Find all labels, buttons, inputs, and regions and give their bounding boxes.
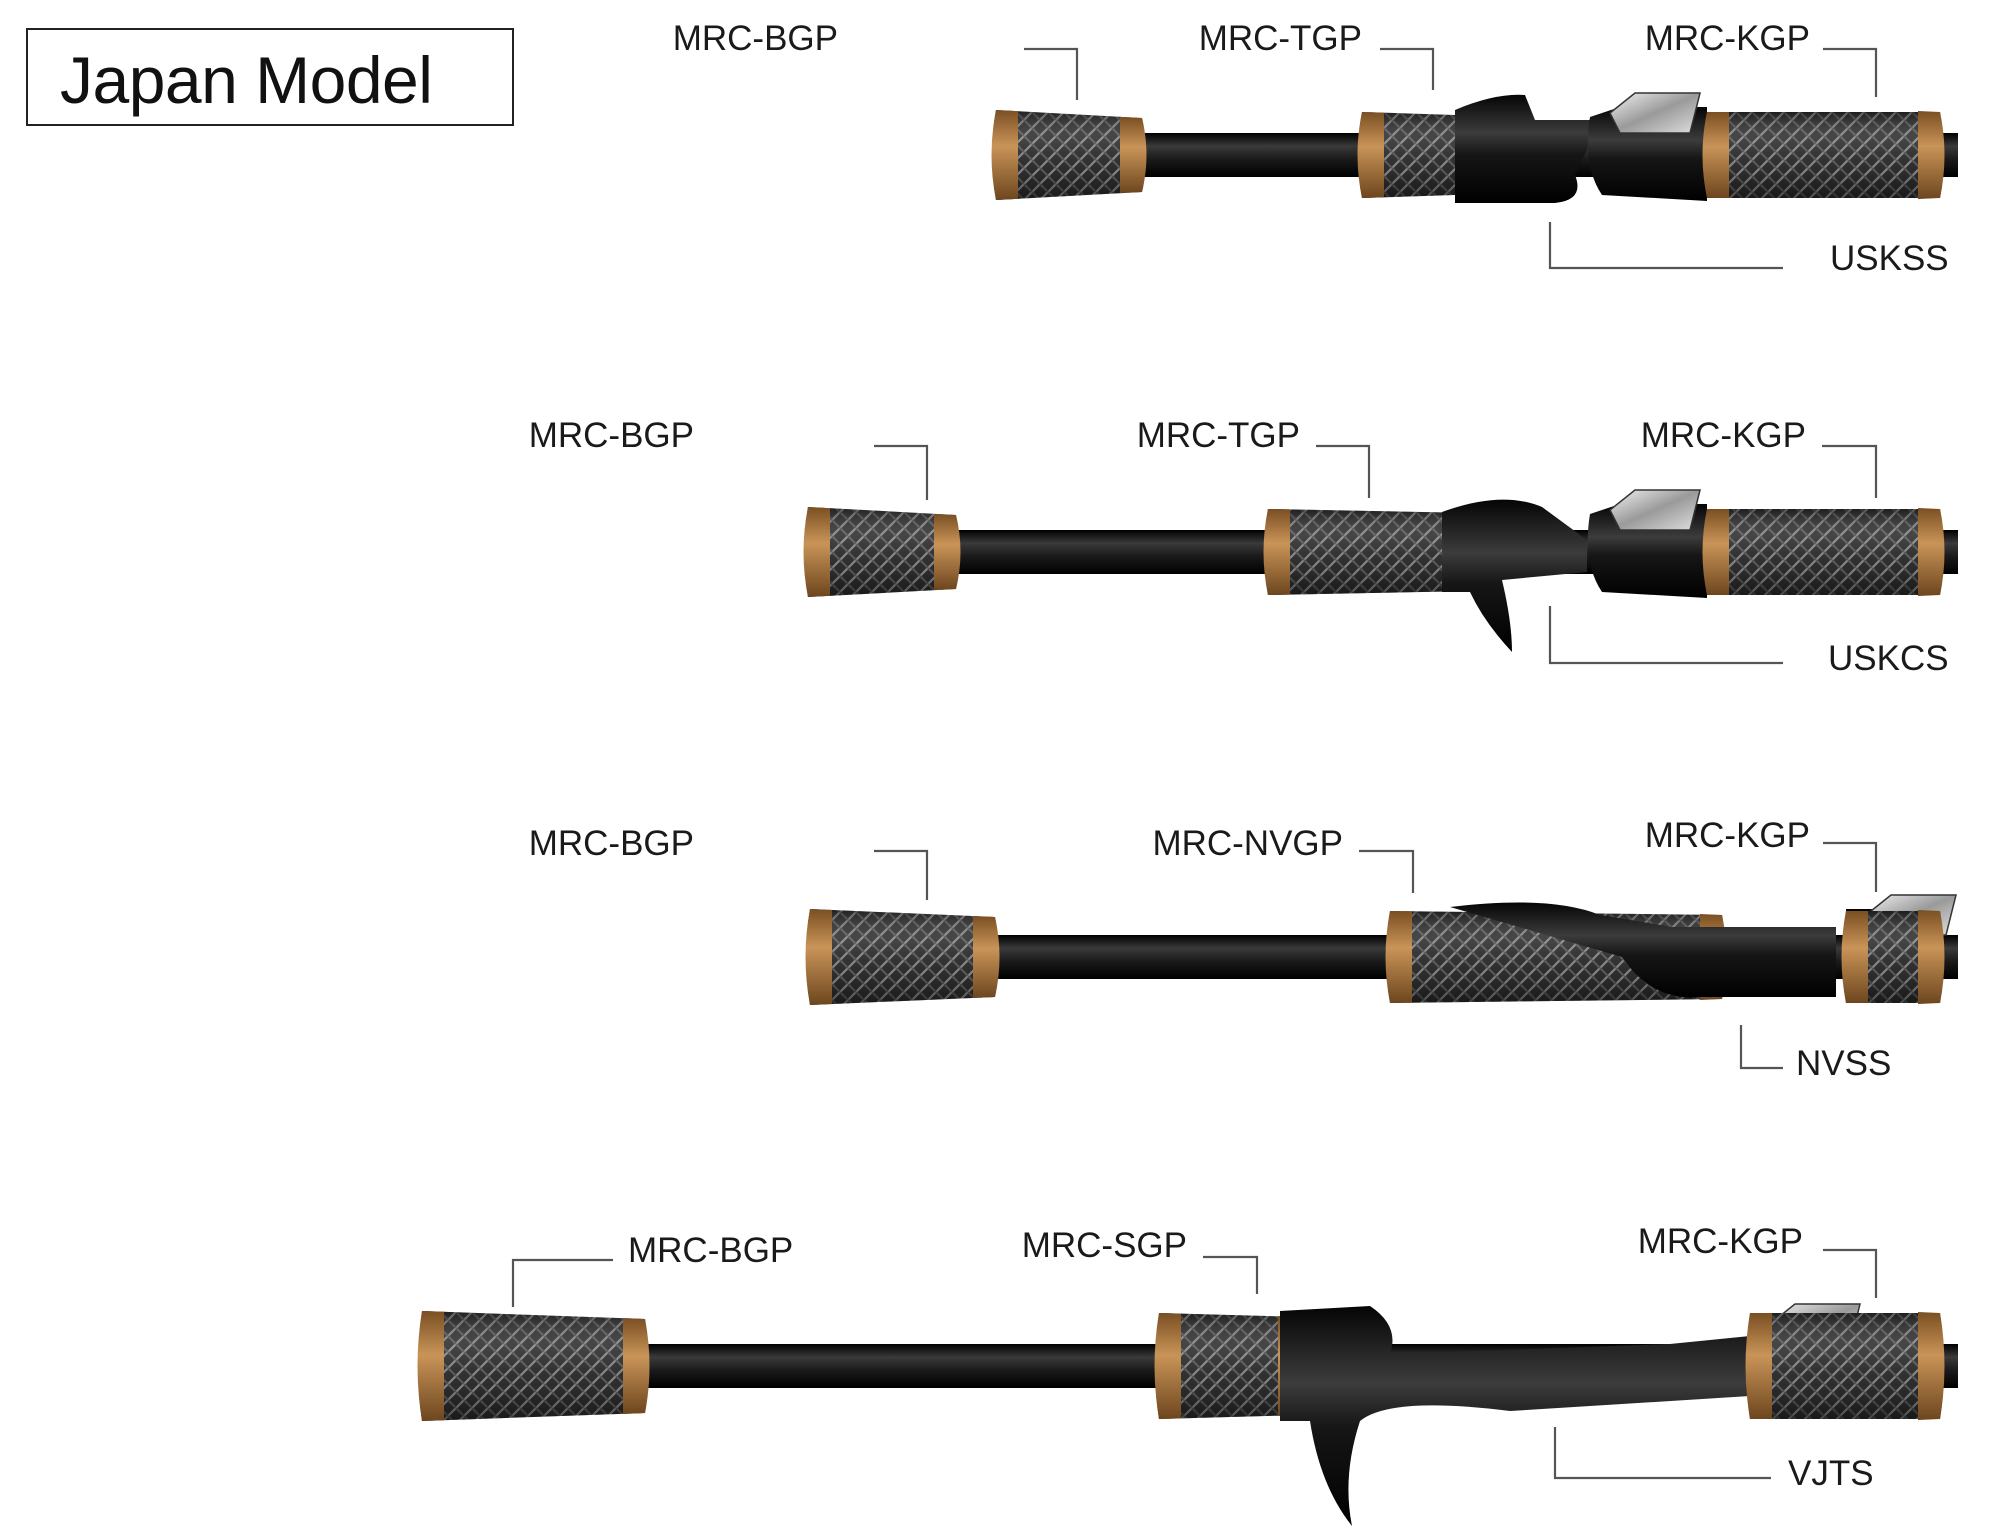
hood-part-label: MRC-KGP [1638, 1222, 1803, 1261]
seat-body [1450, 902, 1836, 998]
fore-grip-shade [1264, 509, 1476, 595]
butt-grip-cork-right [973, 916, 1000, 998]
butt-grip-cork-left [991, 110, 1018, 200]
rear-grip [1702, 508, 1945, 596]
butt-grip [805, 909, 1000, 1005]
butt-grip-shade [992, 110, 1146, 200]
fore-grip [1263, 509, 1477, 595]
leader-line-seat [1739, 1025, 1783, 1070]
seat-body [1455, 94, 1590, 203]
butt-grip-cork-right [623, 1318, 650, 1414]
leader-line-hood [1822, 444, 1878, 498]
title-box: Japan Model [26, 28, 514, 126]
reel-seat-casting-trigger [1442, 499, 1587, 652]
fore-part-label: MRC-SGP [1022, 1226, 1187, 1265]
leader-line-seat [1553, 1427, 1771, 1480]
rod-assembly-1: MRC-BGP MRC-TGP MRC-KGP USKSS [673, 19, 1958, 278]
butt-part-label: MRC-BGP [529, 416, 694, 455]
leader-line-butt [874, 849, 929, 900]
chrome-hood-icon [1609, 92, 1701, 134]
rear-grip-cork-right [1918, 508, 1945, 596]
butt-grip [991, 110, 1147, 200]
seat-part-label: NVSS [1796, 1044, 1891, 1083]
butt-grip-shade [418, 1311, 649, 1421]
butt-part-label: MRC-BGP [529, 824, 694, 863]
fore-grip-cork-left [1263, 509, 1290, 595]
butt-grip [417, 1311, 650, 1421]
rear-grip-cork-left [1702, 509, 1729, 595]
rear-grip-cork-left [1702, 112, 1729, 198]
butt-grip-cork-left [417, 1311, 444, 1421]
fore-part-label: MRC-TGP [1199, 19, 1362, 58]
leader-line-hood [1823, 47, 1878, 97]
hood-part-label: MRC-KGP [1641, 416, 1806, 455]
seat-body [1442, 499, 1587, 652]
rear-grip-shade [1703, 509, 1944, 595]
hood-part-label: MRC-KGP [1645, 19, 1810, 58]
rear-grip-cork-left [1841, 911, 1868, 1003]
leader-line-fore [1316, 444, 1371, 498]
rear-grip-cork-left [1745, 1313, 1772, 1419]
butt-grip-cork-left [803, 507, 830, 597]
butt-grip-shade [804, 507, 960, 597]
seat-body [1280, 1306, 1750, 1526]
hood-part-label: MRC-KGP [1645, 816, 1810, 855]
rear-grip-cork-right [1918, 111, 1945, 199]
rod-assembly-3: MRC-BGP MRC-NVGP MRC-KGP NVSS [529, 816, 1958, 1083]
rod-assembly-2: MRC-BGP MRC-TGP MRC-KGP USKCS [529, 416, 1958, 678]
leader-line-butt [874, 444, 929, 500]
fore-part-label: MRC-NVGP [1152, 824, 1343, 863]
hood-assembly [1587, 92, 1707, 201]
leader-line-hood [1823, 841, 1878, 892]
leader-line-seat [1548, 606, 1783, 665]
fore-part-label: MRC-TGP [1137, 416, 1300, 455]
leader-line-butt [511, 1258, 613, 1307]
fore-grip-cork-left [1357, 112, 1384, 198]
butt-part-label: MRC-BGP [628, 1231, 793, 1270]
leader-line-seat [1548, 222, 1783, 270]
fore-grip-cork-left [1385, 911, 1412, 1003]
seat-part-label: USKSS [1830, 239, 1949, 278]
rear-grip-cork-right [1918, 1312, 1945, 1420]
rear-grip [1702, 111, 1945, 199]
reel-seat-spinning-integrated [1450, 902, 1836, 998]
butt-grip-cork-left [805, 909, 832, 1005]
leader-line-fore [1203, 1255, 1259, 1294]
rear-grip [1841, 910, 1945, 1004]
rear-grip-cork-right [1918, 910, 1945, 1004]
seat-part-label: VJTS [1788, 1454, 1874, 1493]
seat-part-label: USKCS [1828, 639, 1949, 678]
leader-line-fore [1359, 849, 1415, 893]
butt-grip-cork-right [1120, 117, 1147, 193]
chrome-hood-icon [1609, 489, 1701, 531]
butt-grip-shade [806, 909, 999, 1005]
leader-line-hood [1823, 1248, 1878, 1298]
hood-assembly [1587, 489, 1707, 598]
butt-grip-cork-right [934, 514, 961, 590]
reel-seat-spinning [1455, 94, 1590, 203]
butt-grip [803, 507, 961, 597]
rear-grip-shade [1703, 112, 1944, 198]
rear-grip-shade [1746, 1313, 1944, 1419]
fore-grip-shade [1155, 1313, 1304, 1419]
butt-part-label: MRC-BGP [673, 19, 838, 58]
reel-seat-casting-trigger-large [1280, 1306, 1750, 1526]
fore-grip-cork-left [1154, 1313, 1181, 1419]
page-title: Japan Model [60, 43, 433, 117]
leader-line-butt [1024, 47, 1079, 100]
rear-grip [1745, 1312, 1945, 1420]
leader-line-fore [1380, 47, 1435, 90]
rod-assembly-4: MRC-BGP MRC-SGP MRC-KGP VJTS [417, 1222, 1958, 1526]
